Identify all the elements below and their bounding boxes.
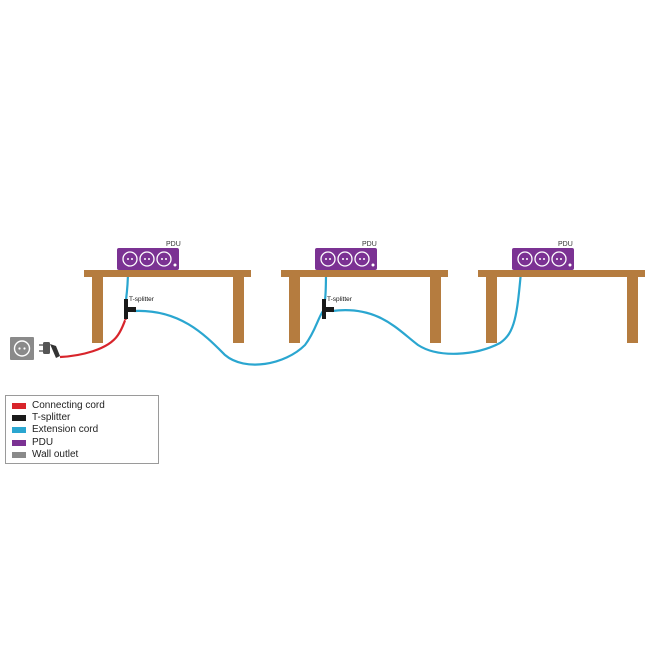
legend-label: Connecting cord: [32, 400, 105, 412]
table-3: [478, 270, 645, 343]
socket-icon: [122, 251, 138, 267]
table-leg: [92, 276, 103, 343]
power-switch-icon: [568, 263, 572, 267]
t-splitter-1: T-splitter: [124, 296, 155, 319]
legend-item-extension-cord: Extension cord: [12, 424, 158, 436]
pdu-label: PDU: [558, 241, 573, 248]
legend-item-pdu: PDU: [12, 437, 158, 449]
pdu-2: PDU: [315, 241, 377, 270]
legend-label: T-splitter: [32, 412, 71, 424]
socket-icon: [517, 251, 533, 267]
t-splitter-2: T-splitter: [322, 296, 353, 319]
legend: Connecting cord T-splitter Extension cor…: [5, 395, 159, 464]
connecting-cord: [59, 318, 127, 359]
t-splitter-label: T-splitter: [129, 296, 155, 303]
socket-icon: [354, 251, 370, 267]
socket-icon: [534, 251, 550, 267]
table-top: [281, 270, 448, 277]
t-splitter-swatch: [12, 415, 26, 422]
power-switch-icon: [173, 263, 177, 267]
connecting-cord-swatch: [12, 403, 26, 410]
extension-cord-2: [331, 271, 523, 355]
legend-label: Extension cord: [32, 424, 99, 436]
pdu-3: PDU: [512, 241, 574, 270]
wall-outlet-swatch: [12, 451, 26, 458]
t-splitter-label: T-splitter: [327, 296, 353, 303]
pdu-label: PDU: [166, 241, 181, 248]
wall-outlet-plate: [10, 337, 34, 360]
table-top: [478, 270, 645, 277]
t-splitter-arm: [126, 307, 136, 312]
legend-item-t-splitter: T-splitter: [12, 412, 158, 424]
legend-item-connecting-cord: Connecting cord: [12, 400, 158, 412]
legend-label: PDU: [32, 436, 54, 448]
socket-icon: [156, 251, 172, 267]
socket-icon: [551, 251, 567, 267]
socket-icon: [139, 251, 155, 267]
table-leg: [233, 276, 244, 343]
socket-icon: [320, 251, 336, 267]
table-leg: [289, 276, 300, 343]
table-leg: [486, 276, 497, 343]
t-splitter-arm: [324, 307, 334, 312]
pdu-swatch: [12, 439, 26, 446]
pdu-label: PDU: [362, 241, 377, 248]
power-switch-icon: [371, 263, 375, 267]
plug-icon: [39, 342, 60, 358]
pdu-1: PDU: [117, 241, 181, 270]
table-2: [281, 270, 448, 343]
table-1: [84, 270, 251, 343]
legend-item-wall-outlet: Wall outlet: [12, 449, 158, 461]
table-leg: [627, 276, 638, 343]
table-leg: [430, 276, 441, 343]
extension-cord-swatch: [12, 427, 26, 434]
table-top: [84, 270, 251, 277]
legend-label: Wall outlet: [32, 448, 79, 460]
wall-outlet-icon: [10, 337, 34, 360]
extension-cord-1: [133, 309, 324, 366]
socket-icon: [337, 251, 353, 267]
